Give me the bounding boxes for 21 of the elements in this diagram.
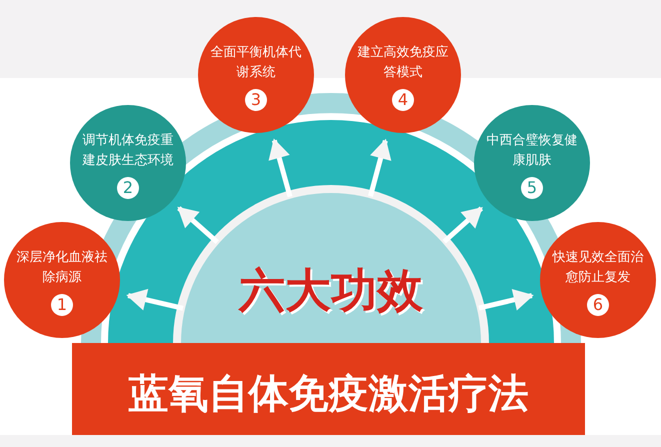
arrow	[268, 138, 292, 198]
center-heading: 六大功效	[239, 267, 423, 313]
arrow	[478, 289, 534, 311]
benefit-text: 全面平衡机体代谢系统	[210, 44, 302, 82]
number-badge: 6	[587, 294, 609, 316]
arrow	[177, 206, 219, 244]
benefit-text: 深层净化血液祛除病源	[16, 249, 108, 287]
benefit-text: 快速见效全面治愈防止复发	[551, 249, 644, 287]
number-badge: 4	[392, 89, 414, 111]
arrow	[368, 138, 392, 197]
benefit-text: 调节机体免疫重建皮肤生态环境	[82, 132, 174, 170]
number-badge: 2	[117, 177, 139, 199]
benefit-text: 建立高效免疫应答模式	[356, 44, 450, 82]
banner-title: 蓝氧自体免疫激活疗法	[128, 370, 528, 414]
number-badge: 5	[521, 177, 543, 199]
title-banner	[72, 343, 585, 435]
number-badge: 3	[245, 89, 267, 111]
benefit-text: 中西合璧恢复健康肌肤	[486, 132, 578, 170]
number-badge: 1	[51, 294, 73, 316]
arrow	[442, 206, 483, 244]
arrow	[126, 288, 184, 311]
